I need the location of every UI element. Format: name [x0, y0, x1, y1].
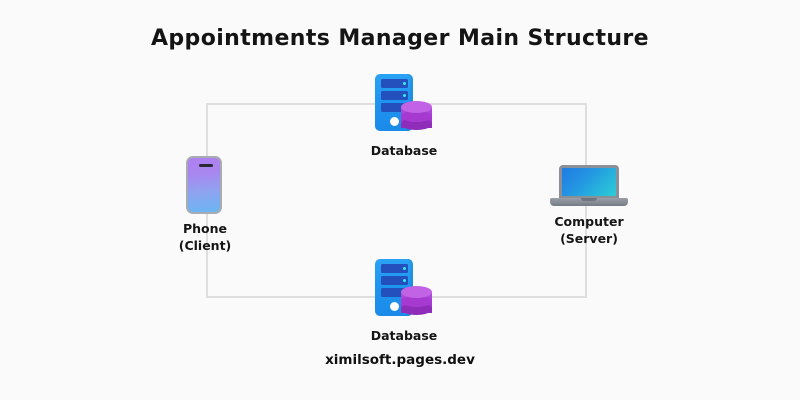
server-led-icon — [402, 94, 406, 97]
page-title: Appointments Manager Main Structure — [150, 26, 650, 51]
node-phone-client[interactable]: Phone (Client) — [145, 156, 265, 254]
database-cylinder-icon — [401, 286, 432, 318]
node-database-top[interactable]: Database — [343, 74, 465, 159]
database-server-icon — [373, 74, 435, 136]
server-power-icon — [390, 302, 399, 311]
node-label: Database — [370, 143, 438, 158]
laptop-icon — [550, 165, 628, 209]
server-led-icon — [402, 267, 406, 270]
server-led-icon — [402, 279, 406, 282]
server-slot — [381, 79, 408, 88]
node-label: Phone — [182, 221, 228, 236]
node-sublabel: (Client) — [178, 238, 232, 253]
node-label-wrap: Phone (Client) — [145, 220, 265, 254]
laptop-lid — [559, 165, 619, 199]
cylinder-band — [401, 111, 432, 122]
node-label-wrap: Computer (Server) — [529, 213, 649, 247]
database-server-icon — [373, 259, 435, 321]
phone-speaker-icon — [199, 164, 213, 167]
node-label: Database — [370, 328, 438, 343]
node-computer-server[interactable]: Computer (Server) — [529, 165, 649, 247]
server-slot — [381, 276, 408, 285]
node-label-wrap: Database — [343, 140, 465, 159]
laptop-screen — [562, 168, 616, 196]
cylinder-top — [401, 101, 432, 113]
node-label-wrap: Database — [343, 325, 465, 344]
server-led-icon — [402, 82, 406, 85]
laptop-notch — [581, 198, 597, 201]
server-slot — [381, 91, 408, 100]
footer-watermark: ximilsoft.pages.dev — [325, 352, 475, 368]
database-cylinder-icon — [401, 101, 432, 133]
node-database-bottom[interactable]: Database — [343, 259, 465, 344]
node-label: Computer — [554, 214, 624, 229]
laptop-base — [550, 198, 628, 206]
phone-body — [186, 156, 222, 214]
phone-icon — [186, 156, 224, 216]
server-slot — [381, 264, 408, 273]
cylinder-band — [401, 296, 432, 307]
server-power-icon — [390, 117, 399, 126]
node-sublabel: (Server) — [560, 231, 618, 246]
cylinder-top — [401, 286, 432, 298]
